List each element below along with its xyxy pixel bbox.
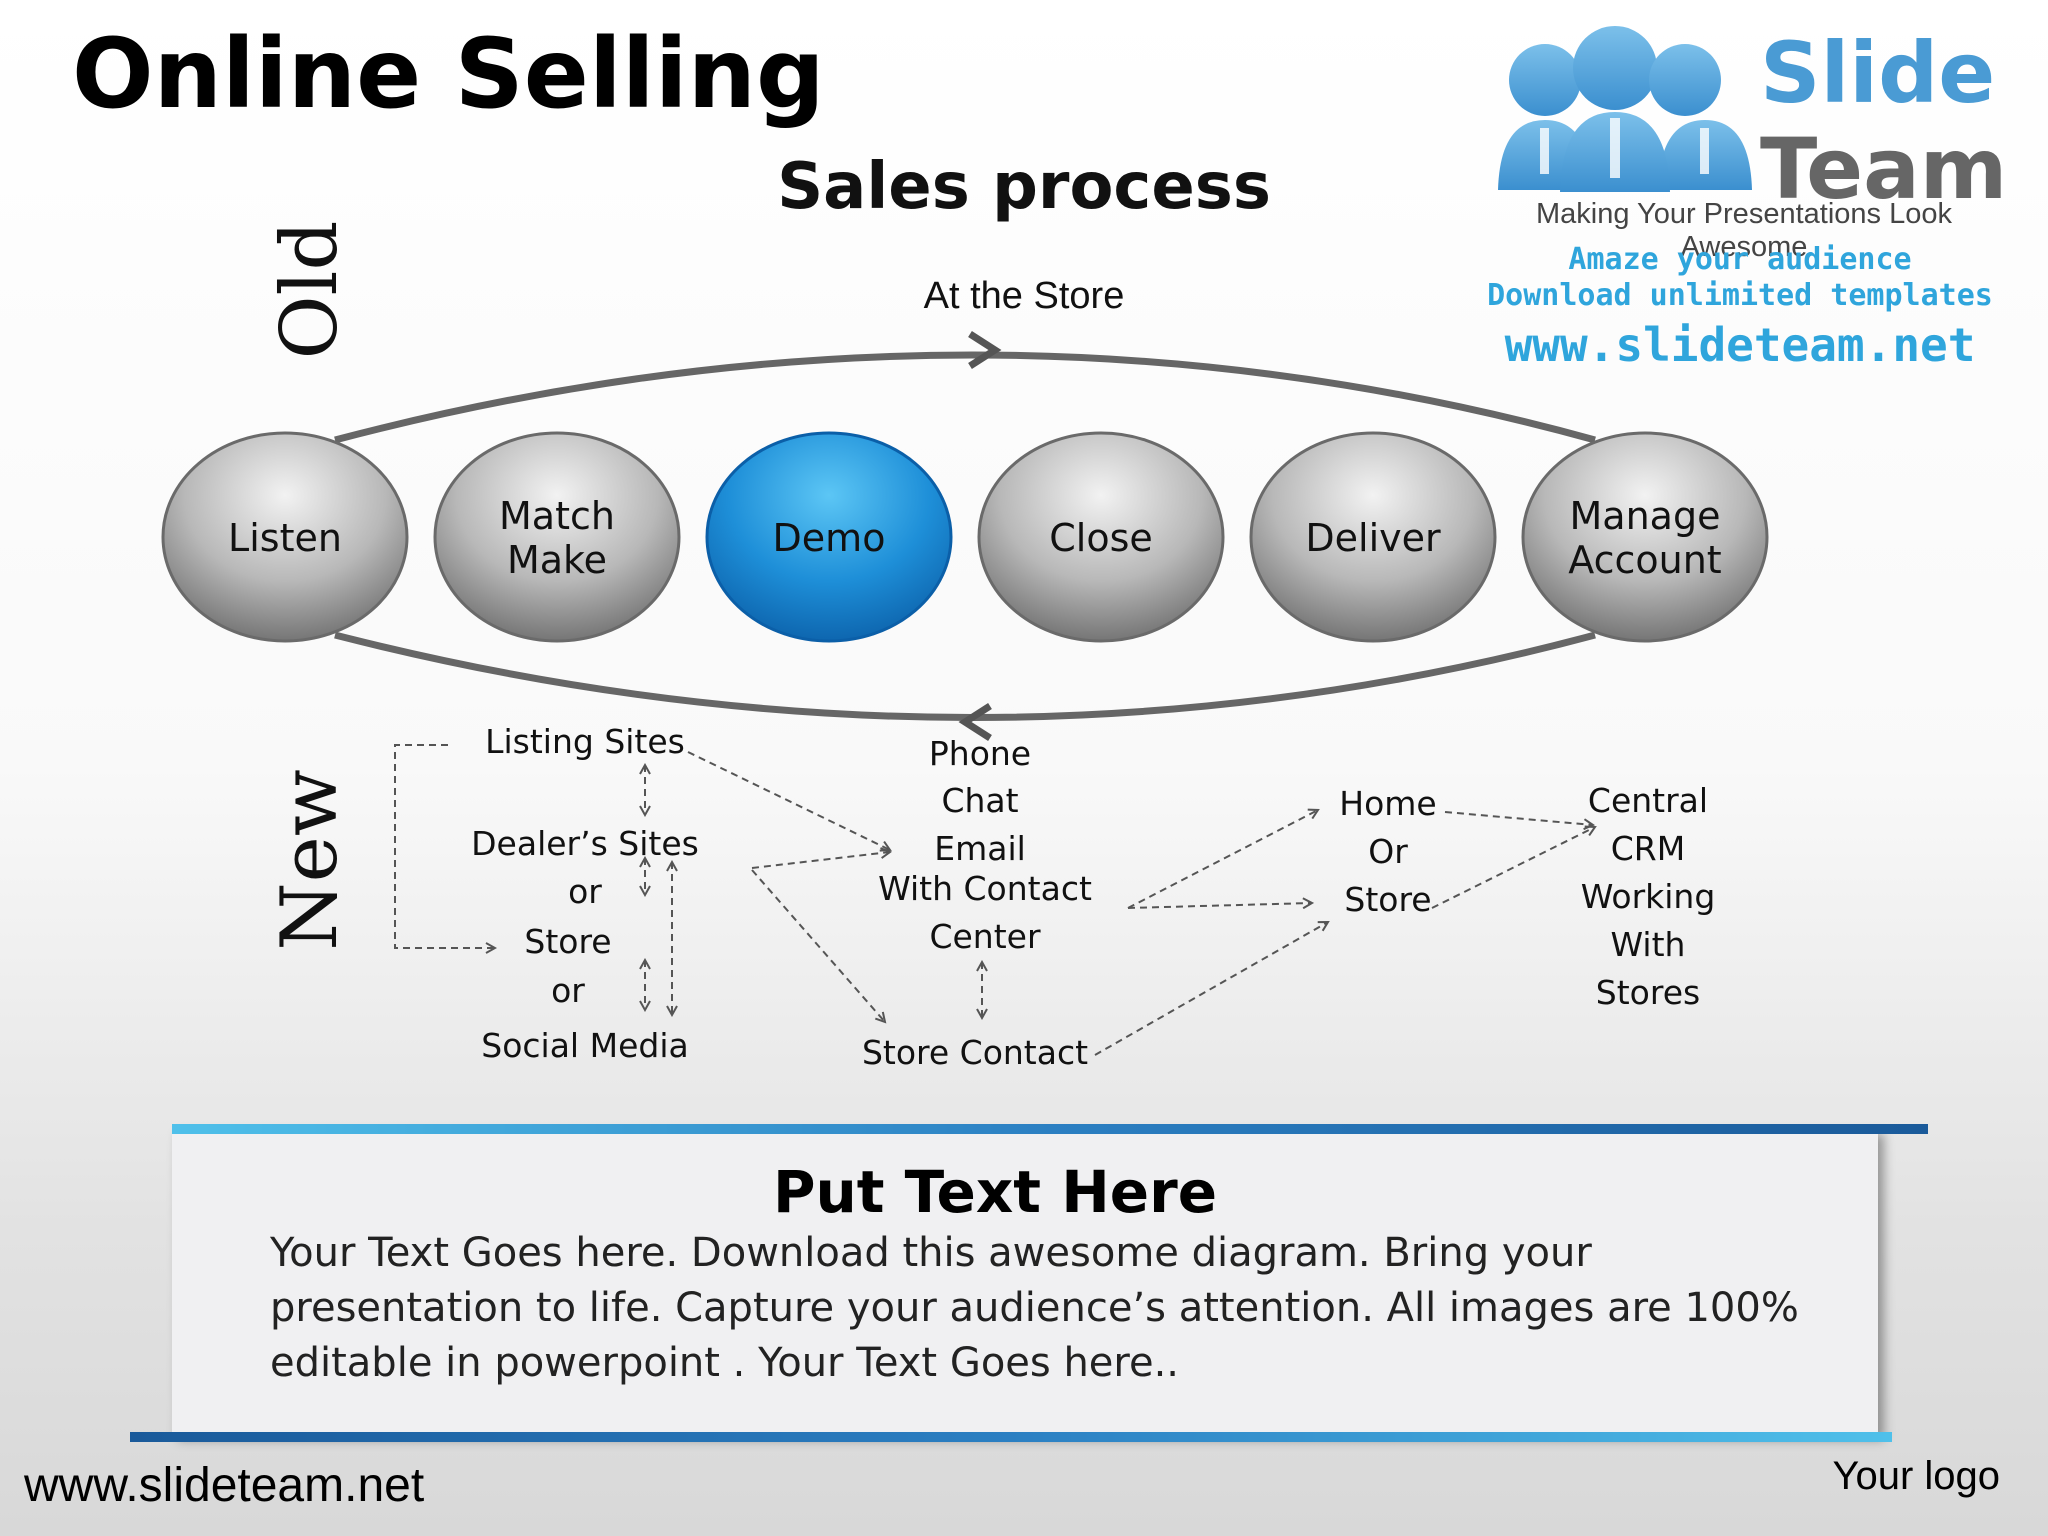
slide-title: Online Selling (72, 18, 825, 130)
stage-label: Account (1568, 538, 1721, 582)
source-store: Store (524, 922, 611, 961)
stage-label: Manage (1570, 494, 1721, 538)
dest-home: Home (1339, 784, 1436, 823)
arrow-right-icon (968, 331, 1002, 369)
footer-url[interactable]: www.slideteam.net (24, 1459, 425, 1512)
contact-chat: Chat (941, 781, 1018, 820)
text-placeholder-box (172, 1128, 1878, 1434)
stage-ball (705, 431, 953, 643)
source-listing-sites: Listing Sites (485, 722, 685, 761)
textbox-top-bar (172, 1124, 1928, 1134)
source-or-2: or (551, 971, 585, 1010)
cycle-label: At the Store (923, 275, 1125, 317)
source-dealers-sites: Dealer’s Sites (471, 824, 699, 863)
crm-working: Working (1581, 877, 1716, 916)
stage-ball (1249, 431, 1497, 643)
stage-close: Close (977, 431, 1225, 643)
stage-label: Listen (228, 516, 342, 560)
logo-brand-team: Team (1760, 120, 2008, 218)
logo-tagline: Making Your Presentations Look Awesome (1536, 198, 1952, 263)
slideteam-people-icon (1498, 26, 1752, 192)
cycle-loop (334, 331, 1596, 741)
source-social-media: Social Media (481, 1026, 688, 1065)
stage-ball (977, 431, 1225, 643)
stage-label: Demo (773, 516, 886, 560)
diagram-subtitle: Sales process (777, 150, 1271, 224)
store-contact: Store Contact (862, 1033, 1088, 1072)
textbox-body: Your Text Goes here. Download this aweso… (270, 1230, 1799, 1386)
stage-demo: Demo (705, 431, 953, 643)
crm-with: With (1611, 925, 1686, 964)
stage-deliver: Deliver (1249, 431, 1497, 643)
contact-phone: Phone (929, 734, 1031, 773)
stage-label: Make (507, 538, 607, 582)
dest-or: Or (1368, 832, 1408, 871)
crm-list: Central CRM Working With Stores (1581, 781, 1716, 1012)
stage-listen: Listen (161, 431, 409, 643)
stage-label: Match (499, 494, 615, 538)
footer-logo-placeholder: Your logo (1832, 1454, 2000, 1498)
textbox-bottom-bar (130, 1432, 1892, 1442)
stage-ball (1521, 431, 1769, 643)
crm-central: Central (1588, 781, 1708, 820)
crm-stores: Stores (1596, 973, 1700, 1012)
contact-with-contact: With Contact (878, 869, 1092, 908)
dest-store: Store (1344, 880, 1431, 919)
contact-email: Email (934, 829, 1026, 868)
logo-brand-slide: Slide (1760, 24, 1996, 122)
destination-list: Home Or Store (1339, 784, 1436, 919)
crm-crm: CRM (1611, 829, 1685, 868)
promo-url[interactable]: www.slideteam.net (1504, 318, 1976, 372)
source-or-1: or (568, 872, 602, 911)
promo-line-2: Download unlimited templates (1487, 278, 1993, 313)
stage-ball (433, 431, 681, 643)
textbox-heading: Put Text Here (772, 1158, 1218, 1226)
stage-ball (161, 431, 409, 643)
new-process-connectors (394, 744, 1595, 1056)
promo-line-1: Amaze your audience (1568, 242, 1912, 277)
contact-center: Center (929, 917, 1041, 956)
sources-list: Listing Sites Dealer’s Sites or Store or… (471, 722, 699, 1065)
stage-label: Deliver (1305, 516, 1441, 560)
arrow-left-icon (958, 703, 992, 741)
stage-label: Close (1049, 516, 1153, 560)
contact-center-list: Phone Chat Email With Contact Center Sto… (862, 734, 1092, 1072)
